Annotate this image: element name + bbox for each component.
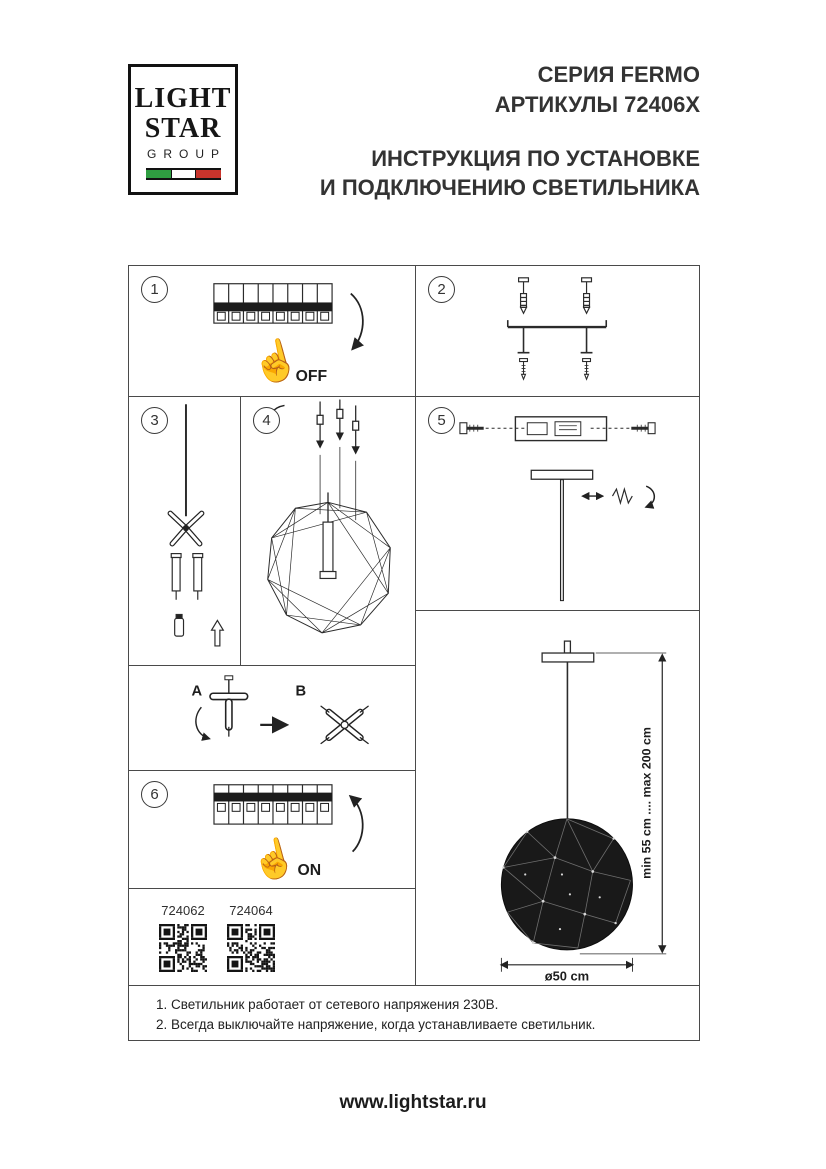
qr-code-right bbox=[227, 924, 275, 972]
instruction-title-line2: И ПОДКЛЮЧЕНИЮ СВЕТИЛЬНИКА bbox=[319, 175, 700, 200]
italian-flag-icon bbox=[145, 167, 221, 180]
website-url: www.lightstar.ru bbox=[339, 1092, 487, 1113]
pendant-lamp-panel: min 55 cm .... max 200 cm ø50 cm bbox=[415, 610, 700, 986]
article-code-left: 724062 bbox=[161, 903, 205, 918]
logo-word-light: LIGHT bbox=[134, 82, 232, 114]
notes-section: 1. Светильник работает от сетевого напря… bbox=[128, 985, 700, 1041]
connector-variants-drawing: A B bbox=[192, 675, 369, 745]
series-title: СЕРИЯ FERMO bbox=[537, 62, 700, 87]
step-2-badge: 2 bbox=[428, 276, 455, 303]
step-4-badge: 4 bbox=[253, 407, 280, 434]
cage-assembly-drawing bbox=[262, 399, 391, 634]
instruction-title: ИНСТРУКЦИЯ ПО УСТАНОВКЕ И ПОДКЛЮЧЕНИЮ СВ… bbox=[320, 144, 700, 202]
step-1-badge: 1 bbox=[141, 276, 168, 303]
rod-connector-drawing bbox=[167, 404, 225, 647]
connector-a-drawing bbox=[195, 675, 249, 741]
connector-b-drawing bbox=[320, 705, 369, 745]
step-2-panel: 2 bbox=[415, 265, 700, 397]
variant-ab-panel: A B bbox=[128, 665, 416, 771]
variant-a-label: A bbox=[192, 683, 203, 699]
step-1-panel: 1 ☝ OFF bbox=[128, 265, 416, 397]
step-6-badge: 6 bbox=[141, 781, 168, 808]
articles-title: АРТИКУЛЫ 72406X bbox=[494, 92, 700, 117]
article-code-right: 724064 bbox=[229, 903, 273, 918]
rotate-arrow-icon bbox=[644, 485, 656, 509]
step-3-panel: 3 bbox=[128, 396, 241, 666]
spring-icon bbox=[611, 486, 633, 506]
step-5-panel: 5 bbox=[415, 396, 700, 611]
variant-b-label: B bbox=[296, 683, 307, 699]
step-3-badge: 3 bbox=[141, 407, 168, 434]
step-5-badge: 5 bbox=[428, 407, 455, 434]
rotate-arrow-icon bbox=[195, 706, 211, 741]
qr-column-right: 724064 bbox=[225, 903, 277, 972]
lightstar-logo: LIGHT STAR GROUP bbox=[128, 64, 238, 195]
up-arrow-icon bbox=[210, 619, 225, 647]
step-4-panel: 4 bbox=[240, 396, 416, 666]
qr-code-left bbox=[159, 924, 207, 972]
logo-word-star: STAR bbox=[144, 112, 222, 144]
pendant-lamp-drawing: min 55 cm .... max 200 cm ø50 cm bbox=[499, 640, 667, 984]
instruction-title-line1: ИНСТРУКЦИЯ ПО УСТАНОВКЕ bbox=[371, 146, 700, 171]
canopy-mounting-drawing bbox=[459, 416, 656, 602]
logo-word-group: GROUP bbox=[146, 146, 226, 161]
diameter-dimension-label: ø50 cm bbox=[545, 969, 589, 984]
note-line-1: 1. Светильник работает от сетевого напря… bbox=[156, 997, 499, 1012]
note-line-2: 2. Всегда выключайте напряжение, когда у… bbox=[156, 1017, 596, 1032]
pointing-finger-icon: ☝ bbox=[246, 831, 302, 887]
header: СЕРИЯ FERMO АРТИКУЛЫ 72406X ИНСТРУКЦИЯ П… bbox=[320, 60, 700, 202]
qr-codes-panel: 724062 724064 bbox=[128, 888, 416, 986]
breaker-on-drawing: ☝ ON bbox=[213, 784, 364, 887]
on-label: ON bbox=[298, 862, 322, 879]
breaker-off-drawing: ☝ OFF bbox=[213, 283, 364, 390]
qr-column-left: 724062 bbox=[157, 903, 209, 972]
off-label: OFF bbox=[296, 368, 328, 385]
step-6-panel: 6 ☝ ON bbox=[128, 770, 416, 889]
mounting-bracket-drawing bbox=[506, 277, 608, 381]
height-dimension-label: min 55 cm .... max 200 cm bbox=[639, 727, 653, 879]
